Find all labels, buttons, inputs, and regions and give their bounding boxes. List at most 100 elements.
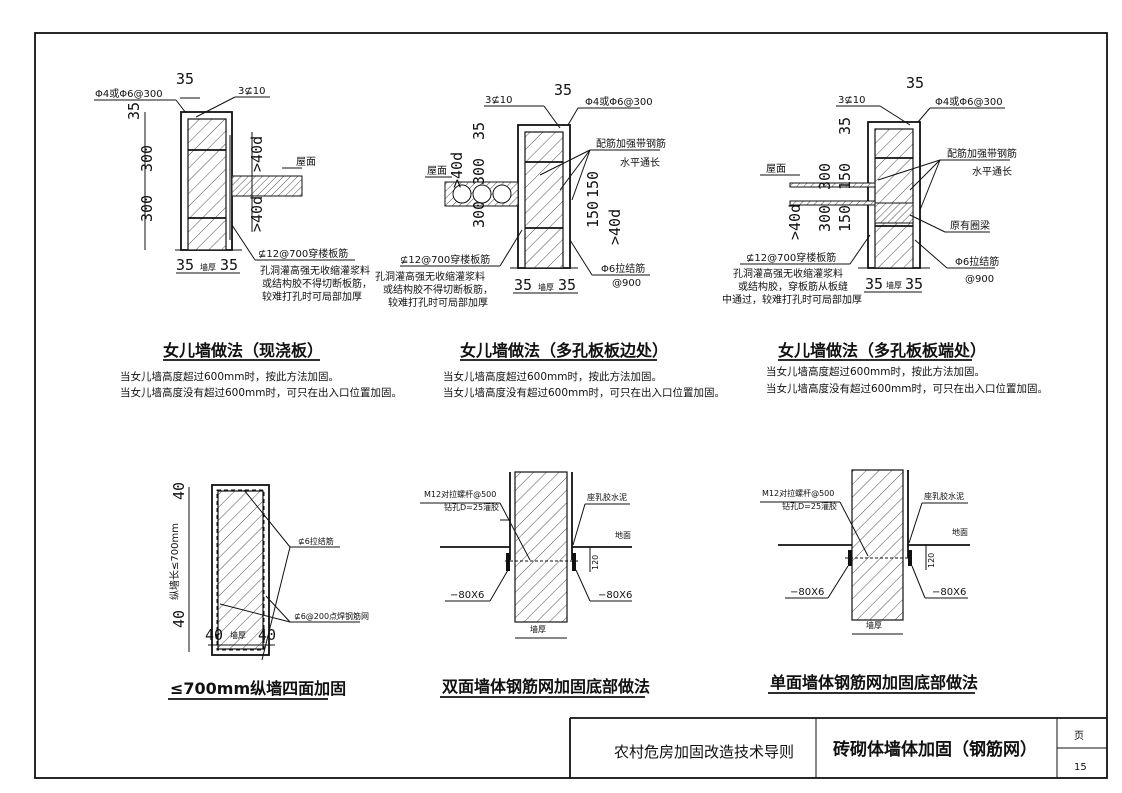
svg-text:当女儿墙高度超过600mm时，按此方法加固。: 当女儿墙高度超过600mm时，按此方法加固。	[443, 370, 662, 383]
wall-section	[524, 131, 564, 269]
svg-text:墙厚: 墙厚	[866, 620, 882, 630]
svg-text:屋面: 屋面	[427, 165, 447, 177]
svg-text:孔洞灌高强无收缩灌浆料: 孔洞灌高强无收缩灌浆料	[260, 264, 370, 277]
svg-text:屋面: 屋面	[296, 156, 316, 168]
svg-text:座乳胶水泥: 座乳胶水泥	[587, 492, 627, 502]
svg-text:Φ6拉结筋: Φ6拉结筋	[601, 262, 645, 275]
svg-text:墙厚: 墙厚	[886, 280, 902, 290]
svg-text:>40d: >40d	[786, 204, 804, 240]
svg-text:@900: @900	[612, 278, 641, 289]
svg-text:屋面: 屋面	[766, 163, 786, 175]
svg-text:−80X6: −80X6	[932, 587, 966, 598]
svg-text:35: 35	[176, 70, 194, 88]
svg-text:地面: 地面	[952, 527, 968, 537]
svg-text:35: 35	[125, 102, 143, 120]
svg-text:150: 150	[584, 201, 602, 228]
sheet-border	[34, 32, 1108, 779]
svg-text:M12对拉螺杆@500: M12对拉螺杆@500	[762, 488, 834, 498]
svg-text:M12对拉螺杆@500: M12对拉螺杆@500	[424, 489, 496, 499]
roof-slab	[231, 175, 303, 197]
ring-beam	[874, 202, 914, 224]
svg-text:@900: @900	[965, 274, 994, 285]
svg-text:35: 35	[906, 74, 924, 92]
svg-text:墙厚: 墙厚	[538, 282, 554, 292]
svg-text:35: 35	[836, 117, 854, 135]
svg-text:较难打孔时可局部加厚: 较难打孔时可局部加厚	[262, 290, 362, 303]
svg-text:35: 35	[470, 122, 488, 140]
svg-text:配筋加强带钢筋: 配筋加强带钢筋	[596, 137, 666, 150]
svg-text:120: 120	[927, 553, 936, 568]
svg-text:Φ4或Φ6@300: Φ4或Φ6@300	[95, 88, 163, 100]
svg-text:300: 300	[138, 145, 156, 172]
svg-text:较难打孔时可局部加厚: 较难打孔时可局部加厚	[388, 296, 488, 309]
wall-section	[874, 128, 914, 269]
svg-text:40: 40	[258, 626, 276, 644]
svg-text:墙厚: 墙厚	[230, 630, 246, 640]
svg-text:或结构胶不得切断板筋，: 或结构胶不得切断板筋，	[262, 277, 372, 290]
svg-text:钻孔D=25灌胶: 钻孔D=25灌胶	[444, 502, 499, 512]
svg-text:纵墙长≤700mm: 纵墙长≤700mm	[168, 523, 181, 600]
svg-text:配筋加强带钢筋: 配筋加强带钢筋	[947, 147, 1017, 160]
svg-text:35: 35	[220, 256, 238, 274]
svg-text:3⊈10: 3⊈10	[485, 95, 512, 106]
sheet-title: 砖砌体墙体加固（钢筋网）	[833, 739, 1037, 760]
svg-text:−80X6: −80X6	[598, 590, 632, 601]
svg-text:孔洞灌高强无收缩灌浆料: 孔洞灌高强无收缩灌浆料	[375, 270, 485, 283]
svg-text:双面墙体钢筋网加固底部做法: 双面墙体钢筋网加固底部做法	[442, 677, 650, 696]
svg-text:水平通长: 水平通长	[620, 157, 660, 169]
svg-text:40: 40	[170, 610, 188, 628]
svg-text:⊈6拉结筋: ⊈6拉结筋	[298, 536, 334, 546]
detail-parapet-cast-slab: 35 35 300 300 >40d >40d 屋面 Φ4或Φ6@300 3⊈1…	[94, 70, 402, 399]
svg-text:座乳胶水泥: 座乳胶水泥	[924, 491, 964, 501]
wall-section	[187, 118, 227, 251]
svg-text:3⊈10: 3⊈10	[838, 95, 865, 106]
svg-text:或结构胶不得切断板筋，: 或结构胶不得切断板筋，	[383, 283, 493, 296]
svg-text:40: 40	[170, 482, 188, 500]
svg-text:⊈12@700穿楼板筋: ⊈12@700穿楼板筋	[400, 253, 490, 266]
svg-text:女儿墙做法（现浇板）: 女儿墙做法（现浇板）	[163, 341, 323, 360]
project-title: 农村危房加固改造技术导则	[614, 743, 794, 761]
svg-text:⊈6@200点焊钢筋网: ⊈6@200点焊钢筋网	[294, 611, 369, 621]
svg-text:中通过，较难打孔时可局部加厚: 中通过，较难打孔时可局部加厚	[722, 293, 862, 306]
svg-text:当女儿墙高度超过600mm时，按此方法加固。: 当女儿墙高度超过600mm时，按此方法加固。	[766, 365, 985, 378]
svg-text:>40d: >40d	[606, 209, 624, 245]
svg-text:300: 300	[470, 201, 488, 228]
svg-text:35: 35	[554, 81, 572, 99]
svg-text:−80X6: −80X6	[790, 587, 824, 598]
detail-double-side-base: M12对拉螺杆@500 钻孔D=25灌胶 座乳胶水泥 地面 120 −80X6 …	[420, 471, 650, 698]
svg-text:≤700mm纵墙四面加固: ≤700mm纵墙四面加固	[170, 679, 346, 698]
svg-text:地面: 地面	[615, 530, 631, 540]
svg-text:300: 300	[816, 205, 834, 232]
svg-text:当女儿墙高度超过600mm时，按此方法加固。: 当女儿墙高度超过600mm时，按此方法加固。	[120, 370, 339, 383]
svg-text:⊈12@700穿楼板筋: ⊈12@700穿楼板筋	[258, 247, 348, 260]
svg-text:或结构胶，穿板筋从板缝: 或结构胶，穿板筋从板缝	[738, 280, 848, 293]
svg-text:>40d: >40d	[248, 196, 266, 232]
svg-text:120: 120	[591, 555, 600, 570]
svg-text:300: 300	[816, 163, 834, 190]
svg-text:35: 35	[558, 276, 576, 294]
svg-text:300: 300	[470, 158, 488, 185]
svg-text:单面墙体钢筋网加固底部做法: 单面墙体钢筋网加固底部做法	[770, 673, 978, 692]
wall-outline	[211, 484, 270, 656]
page-label: 页	[1074, 730, 1084, 742]
wall-section	[851, 469, 904, 621]
svg-text:150: 150	[836, 163, 854, 190]
svg-text:40: 40	[205, 626, 223, 644]
detail-parapet-hollow-slab-end: 35 Φ4或Φ6@300 3⊈10 35 屋面 300 150 300 150 …	[722, 74, 1048, 395]
svg-text:墙厚: 墙厚	[530, 624, 546, 634]
svg-text:>40d: >40d	[448, 152, 466, 188]
detail-short-wall-four-side: 40 40 纵墙长≤700mm ⊈6拉结筋 ⊈6@200点焊钢筋网 40 墙厚 …	[168, 482, 369, 700]
detail-single-side-base: M12对拉螺杆@500 钻孔D=25灌胶 座乳胶水泥 地面 120 −80X6 …	[760, 469, 978, 694]
detail-parapet-hollow-slab-edge: 35 Φ4或Φ6@300 3⊈10 35 >40d 300 300 屋面 配筋加…	[375, 81, 725, 399]
title-block: 农村危房加固改造技术导则 砖砌体墙体加固（钢筋网） 页 15	[569, 717, 1107, 778]
svg-text:3⊈10: 3⊈10	[238, 86, 265, 97]
svg-text:300: 300	[138, 195, 156, 222]
svg-text:水平通长: 水平通长	[972, 166, 1012, 178]
wall-section	[217, 490, 264, 650]
svg-text:钻孔D=25灌胶: 钻孔D=25灌胶	[782, 501, 837, 511]
svg-text:35: 35	[514, 276, 532, 294]
svg-text:35: 35	[176, 256, 194, 274]
svg-text:当女儿墙高度没有超过600mm时，可只在出入口位置加固。: 当女儿墙高度没有超过600mm时，可只在出入口位置加固。	[120, 386, 402, 399]
svg-text:150: 150	[836, 205, 854, 232]
svg-text:孔洞灌高强无收缩灌浆料: 孔洞灌高强无收缩灌浆料	[733, 267, 843, 280]
